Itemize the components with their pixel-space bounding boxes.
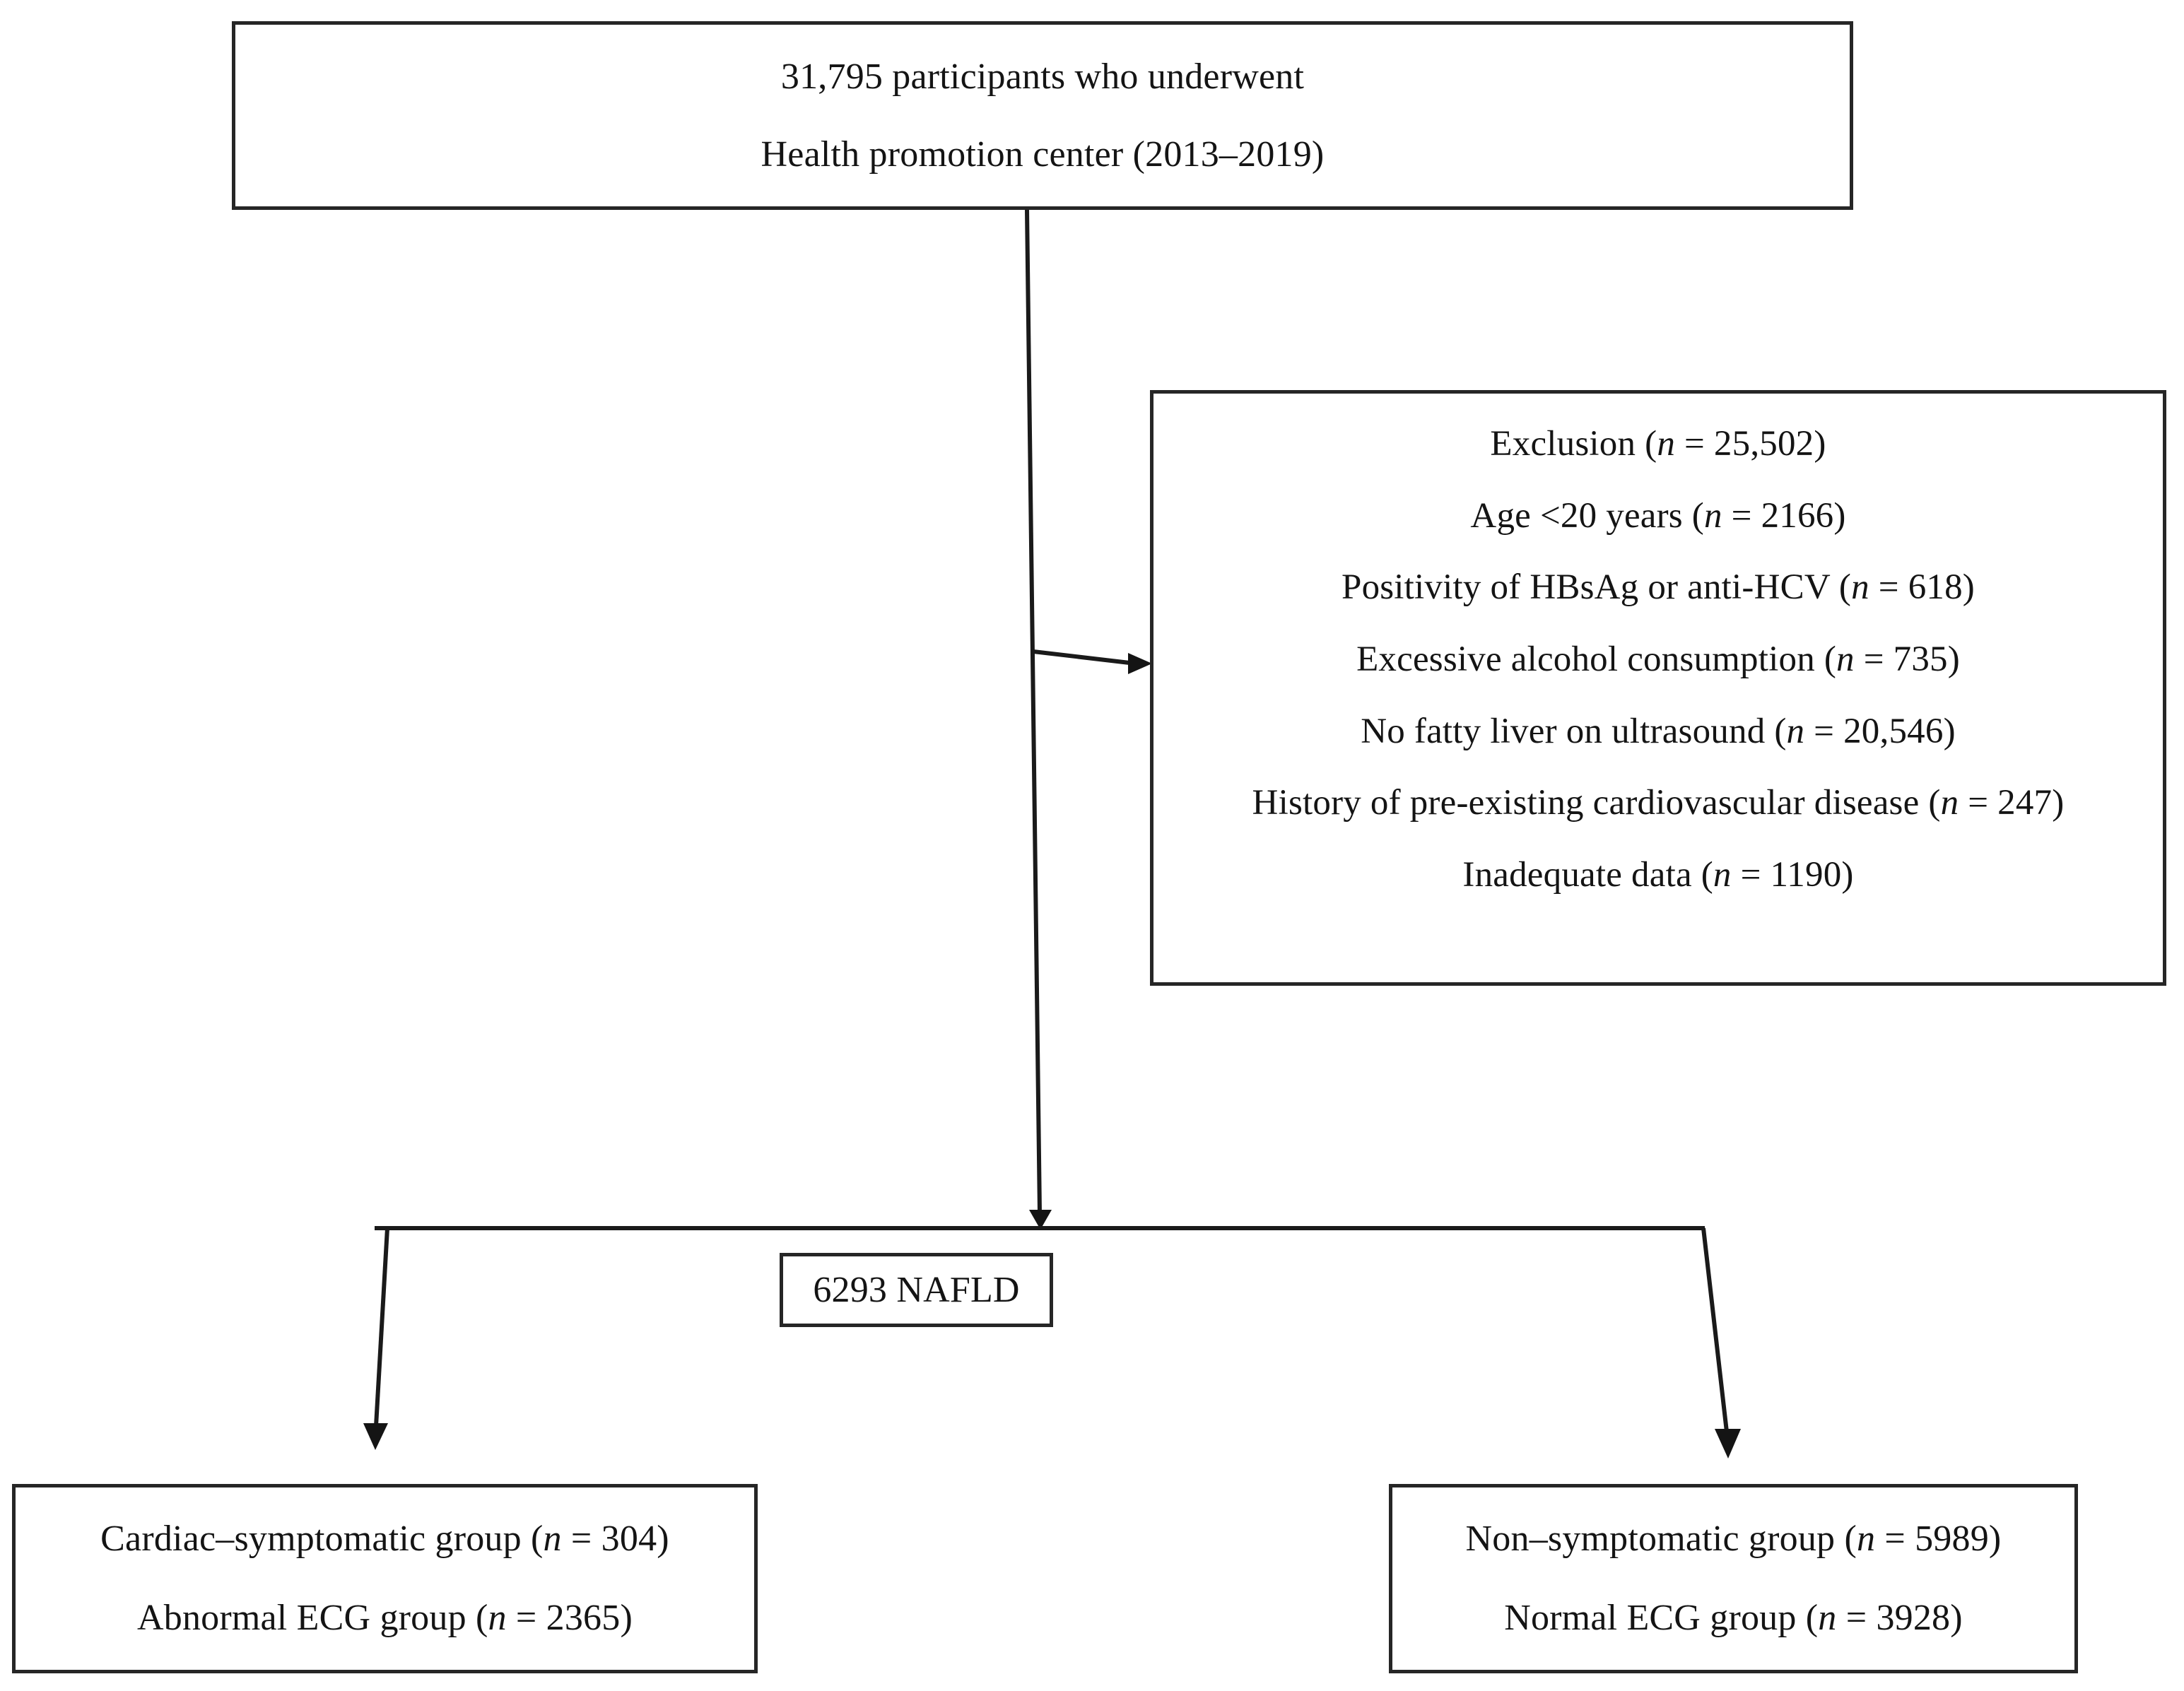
exclusion-label-nofattyliver: No fatty liver on ultrasound [1361, 711, 1766, 751]
exclusion-count-nofattyliver: 20,546 [1843, 711, 1944, 751]
nonsymp-count-normal-ecg: 3928 [1876, 1598, 1951, 1638]
equals-sign: = [1675, 424, 1714, 464]
paren-close: ) [657, 1519, 669, 1560]
cardiac-label-symptomatic: Cardiac–symptomatic group [100, 1519, 522, 1560]
n-symbol: n [1704, 495, 1722, 536]
exclusion-count-total: 25,502 [1713, 424, 1814, 464]
exclusion-label-hepatitis: Positivity of HBsAg or anti-HCV [1341, 567, 1830, 608]
nonsymp-label-group: Non–symptomatic group [1465, 1519, 1836, 1560]
exclusion-count-hepatitis: 618 [1908, 567, 1963, 608]
exclusion-count-cvd-history: 247 [1997, 783, 2053, 823]
non-symptomatic-group-box: Non–symptomatic group (n = 5989) Normal … [1389, 1484, 2078, 1673]
connector-split-to-cardiac [363, 1227, 389, 1450]
equals-sign: = [1731, 854, 1771, 895]
equals-sign: = [561, 1519, 601, 1560]
nonsymp-line-normal-ecg: Normal ECG group (n = 3928) [1504, 1597, 1963, 1639]
paren-open: ( [1765, 711, 1787, 751]
exclusion-label-age: Age <20 years [1470, 495, 1683, 536]
n-symbol: n [1786, 711, 1805, 751]
paren-close: ) [1943, 711, 1956, 751]
connector-split-to-nonsymptomatic [1701, 1227, 1741, 1459]
n-symbol: n [1818, 1598, 1837, 1638]
n-symbol: n [1713, 854, 1732, 895]
paren-close: ) [2052, 783, 2065, 823]
exclusion-line-cvd-history: History of pre-existing cardiovascular d… [1252, 782, 2065, 824]
paren-open: ( [466, 1598, 488, 1638]
paren-open: ( [1691, 854, 1713, 895]
exclusion-line-inadequate-data: Inadequate data (n = 1190) [1462, 854, 1853, 896]
nonsymp-line-group: Non–symptomatic group (n = 5989) [1466, 1518, 2002, 1560]
n-symbol: n [1836, 639, 1855, 679]
source-line-participants: 31,795 participants who underwent [780, 56, 1305, 97]
equals-sign: = [1804, 711, 1844, 751]
source-line-center: Health promotion center (2013–2019) [761, 134, 1325, 175]
paren-open: ( [1682, 495, 1704, 536]
exclusion-line-age: Age <20 years (n = 2166) [1470, 495, 1845, 537]
equals-sign: = [1836, 1598, 1877, 1638]
n-symbol: n [488, 1598, 507, 1638]
paren-open: ( [1829, 567, 1852, 608]
equals-sign: = [1722, 495, 1761, 536]
exclusion-line-hepatitis: Positivity of HBsAg or anti-HCV (n = 618… [1341, 567, 1975, 608]
exclusion-count-alcohol: 735 [1893, 639, 1948, 679]
paren-open: ( [1919, 783, 1941, 823]
n-symbol: n [1657, 424, 1676, 464]
equals-sign: = [1869, 567, 1908, 608]
exclusion-line-nofattyliver: No fatty liver on ultrasound (n = 20,546… [1361, 711, 1956, 753]
equals-sign: = [1875, 1519, 1915, 1560]
paren-close: ) [1833, 495, 1846, 536]
cardiac-label-abnormal-ecg: Abnormal ECG group [137, 1598, 466, 1638]
n-symbol: n [1851, 567, 1869, 608]
exclusion-count-inadequate-data: 1190 [1770, 854, 1842, 895]
paren-open: ( [1835, 1519, 1857, 1560]
equals-sign: = [1959, 783, 1998, 823]
paren-close: ) [620, 1598, 633, 1638]
paren-close: ) [1947, 639, 1960, 679]
nafld-label: 6293 NAFLD [813, 1269, 1020, 1310]
nonsymp-count-group: 5989 [1915, 1519, 1989, 1560]
paren-close: ) [1962, 567, 1975, 608]
cardiac-line-abnormal-ecg: Abnormal ECG group (n = 2365) [137, 1597, 633, 1639]
paren-open: ( [1814, 639, 1837, 679]
exclusion-label-alcohol: Excessive alcohol consumption [1356, 639, 1815, 679]
nonsymp-label-normal-ecg: Normal ECG group [1504, 1598, 1797, 1638]
paren-open: ( [1796, 1598, 1819, 1638]
n-symbol: n [1940, 783, 1959, 823]
source-population-box: 31,795 participants who underwent Health… [232, 21, 1853, 210]
exclusion-count-age: 2166 [1761, 495, 1834, 536]
exclusion-criteria-box: Exclusion (n = 25,502) Age <20 years (n … [1150, 390, 2166, 986]
paren-open: ( [1636, 424, 1657, 464]
equals-sign: = [506, 1598, 546, 1638]
cardiac-symptomatic-group-box: Cardiac–symptomatic group (n = 304) Abno… [12, 1484, 758, 1673]
equals-sign: = [1854, 639, 1894, 679]
exclusion-label-total: Exclusion [1490, 424, 1636, 464]
connector-trunk-to-exclusion [1033, 649, 1152, 674]
connector-source-to-split [1025, 209, 1052, 1230]
paren-open: ( [521, 1519, 544, 1560]
n-symbol: n [543, 1519, 562, 1560]
paren-close: ) [1814, 424, 1826, 464]
exclusion-line-total: Exclusion (n = 25,502) [1490, 423, 1826, 465]
exclusion-label-cvd-history: History of pre-existing cardiovascular d… [1252, 783, 1920, 823]
cardiac-line-symptomatic: Cardiac–symptomatic group (n = 304) [100, 1518, 669, 1560]
n-symbol: n [1856, 1519, 1876, 1560]
nafld-cohort-box: 6293 NAFLD [780, 1253, 1053, 1327]
exclusion-label-inadequate-data: Inadequate data [1462, 854, 1692, 895]
exclusion-line-alcohol: Excessive alcohol consumption (n = 735) [1356, 639, 1960, 680]
paren-close: ) [1841, 854, 1854, 895]
cardiac-count-symptomatic: 304 [601, 1519, 657, 1560]
cardiac-count-abnormal-ecg: 2365 [546, 1598, 621, 1638]
paren-close: ) [1988, 1519, 2002, 1560]
paren-close: ) [1950, 1598, 1963, 1638]
